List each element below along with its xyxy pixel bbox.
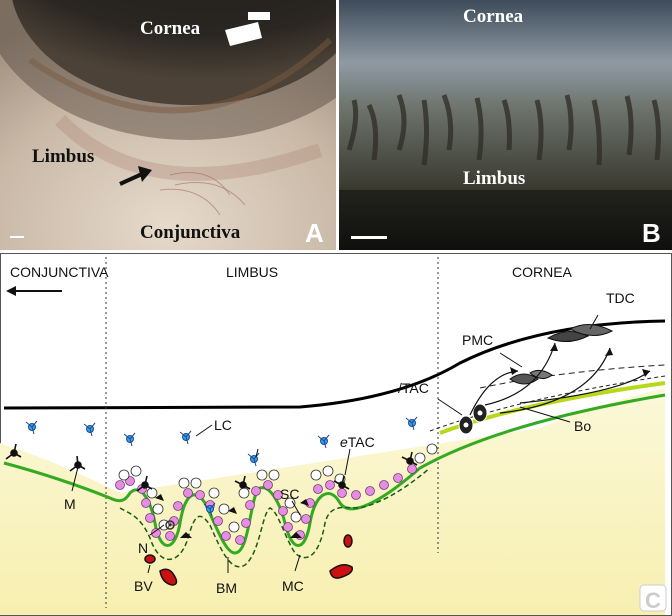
label-cornea-b: Cornea [463,6,524,27]
blood-vessels [144,534,354,586]
limbus-schematic: CONJUNCTIVA LIMBUS CORNEA TDC PMC /TAC B… [0,253,672,616]
label-n: N [138,540,148,556]
melanocytes [5,443,418,492]
panel-letter-c-box [639,584,667,612]
label-m: M [64,496,76,512]
region-label-cornea: CORNEA [512,264,573,280]
conjunctiva-arrow-icon [6,286,62,296]
cornea-dashed-line-upper [479,364,666,389]
label-bv: BV [134,578,153,594]
panel-letter-a: A [305,218,324,248]
langerhans-cells [25,416,418,517]
label-sc: SC [280,486,299,502]
label-tac: /TAC [398,380,429,396]
region-label-limbus: LIMBUS [226,264,278,280]
label-etac-suffix: TAC [348,434,375,450]
label-mc: MC [282,578,304,594]
panel-c-schematic: CONJUNCTIVA LIMBUS CORNEA TDC PMC /TAC B… [0,253,672,616]
region-label-conjunctiva: CONJUNCTIVA [10,264,109,280]
label-limbus-b: Limbus [463,168,526,189]
label-tdc: TDC [606,290,635,306]
label-lc: LC [214,417,232,433]
label-pmc: PMC [462,332,493,348]
label-etac-prefix: e [340,434,348,450]
migration-arrowheads [510,343,650,377]
nerve-icon [165,520,175,530]
arrow-icon [119,166,152,186]
panel-b-micrograph: Cornea Limbus B [339,0,672,250]
label-leader-lines [71,314,599,574]
panel-a-eye-photo: Cornea Limbus Conjunctiva A [0,0,336,250]
label-conjunctiva-a: Conjunctiva [140,222,241,243]
stroma-region [0,388,665,615]
stem-cells [155,494,309,538]
label-cornea-a: Cornea [140,18,201,39]
panel-letter-b: B [642,218,661,248]
eye-photo-image [0,0,336,250]
limbus-micrograph-image [339,0,672,250]
suprabasal-cells [118,443,438,533]
label-bo: Bo [574,418,591,434]
panel-letter-c: C [645,588,661,613]
label-limbus-a: Limbus [32,146,95,167]
basal-cells [115,464,417,545]
basement-membrane-lower [119,467,431,568]
label-etac: eTAC [340,434,375,450]
tac-cells [458,403,488,435]
label-bm: BM [216,580,237,596]
tdc-cells [546,324,614,342]
